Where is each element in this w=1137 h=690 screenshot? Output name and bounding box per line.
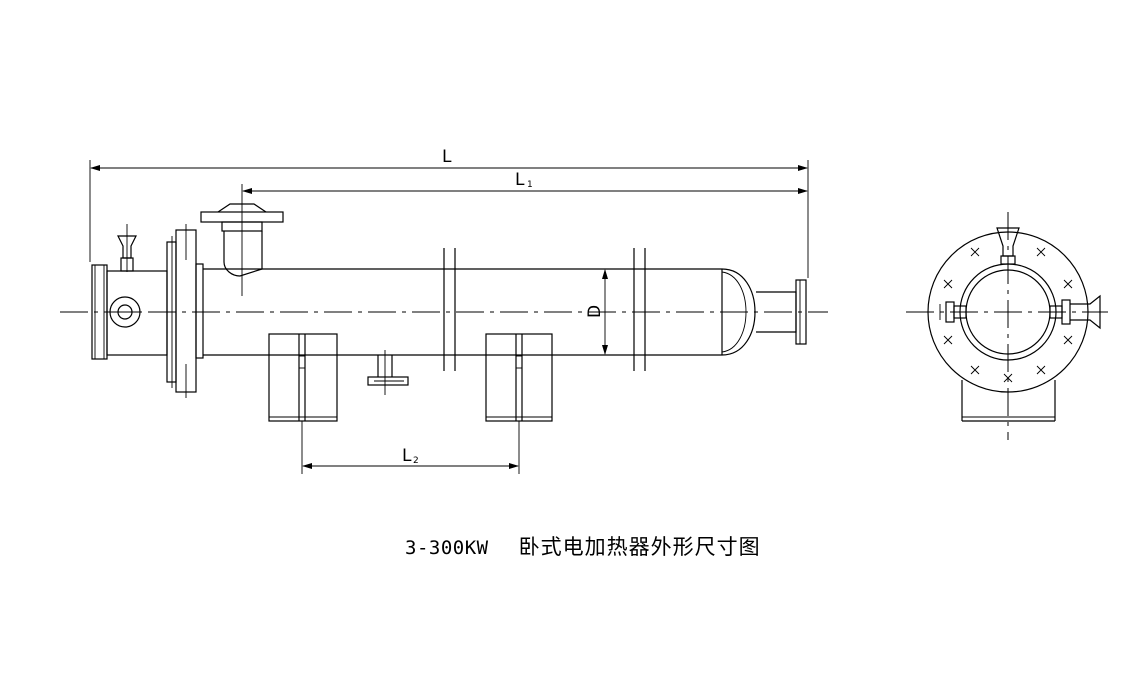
- saddle-support-right: [485, 333, 553, 422]
- main-flange: [166, 224, 204, 398]
- dimension-L2-subscript: 2: [413, 456, 419, 466]
- caption-model: 3-300KW: [405, 537, 489, 559]
- dimension-L-label: L: [442, 147, 452, 167]
- end-view: [906, 212, 1108, 440]
- dimension-L1-label: L: [515, 170, 525, 190]
- outlet-nozzle: [756, 279, 807, 345]
- flange-outer-circle: [927, 231, 1089, 393]
- main-shell: [203, 268, 756, 356]
- saddle-support-left: [268, 333, 338, 422]
- dimension-D: D: [585, 269, 608, 355]
- end-top-gland: [996, 227, 1020, 265]
- dimension-L2: L 2: [301, 421, 520, 474]
- end-left-nozzle: [939, 301, 967, 323]
- bolt-holes: [943, 247, 1073, 383]
- end-base-support: [961, 380, 1056, 422]
- break-lines: [443, 248, 646, 371]
- side-view: L L 1 L 2 D: [60, 147, 828, 474]
- end-right-nozzle: [1049, 294, 1101, 330]
- cable-gland: [117, 224, 137, 272]
- dimension-L2-label: L: [402, 446, 412, 466]
- dimension-L: L: [89, 147, 809, 278]
- sight-port: [109, 296, 141, 328]
- drain-nozzle: [367, 350, 409, 395]
- dimension-D-label: D: [585, 305, 605, 318]
- dimension-L1: L 1: [242, 170, 808, 194]
- dimension-L1-subscript: 1: [527, 180, 533, 190]
- inlet-nozzle: [200, 184, 284, 296]
- caption-title: 卧式电加热器外形尺寸图: [518, 535, 761, 559]
- drawing-caption: 3-300KW 卧式电加热器外形尺寸图: [405, 531, 761, 561]
